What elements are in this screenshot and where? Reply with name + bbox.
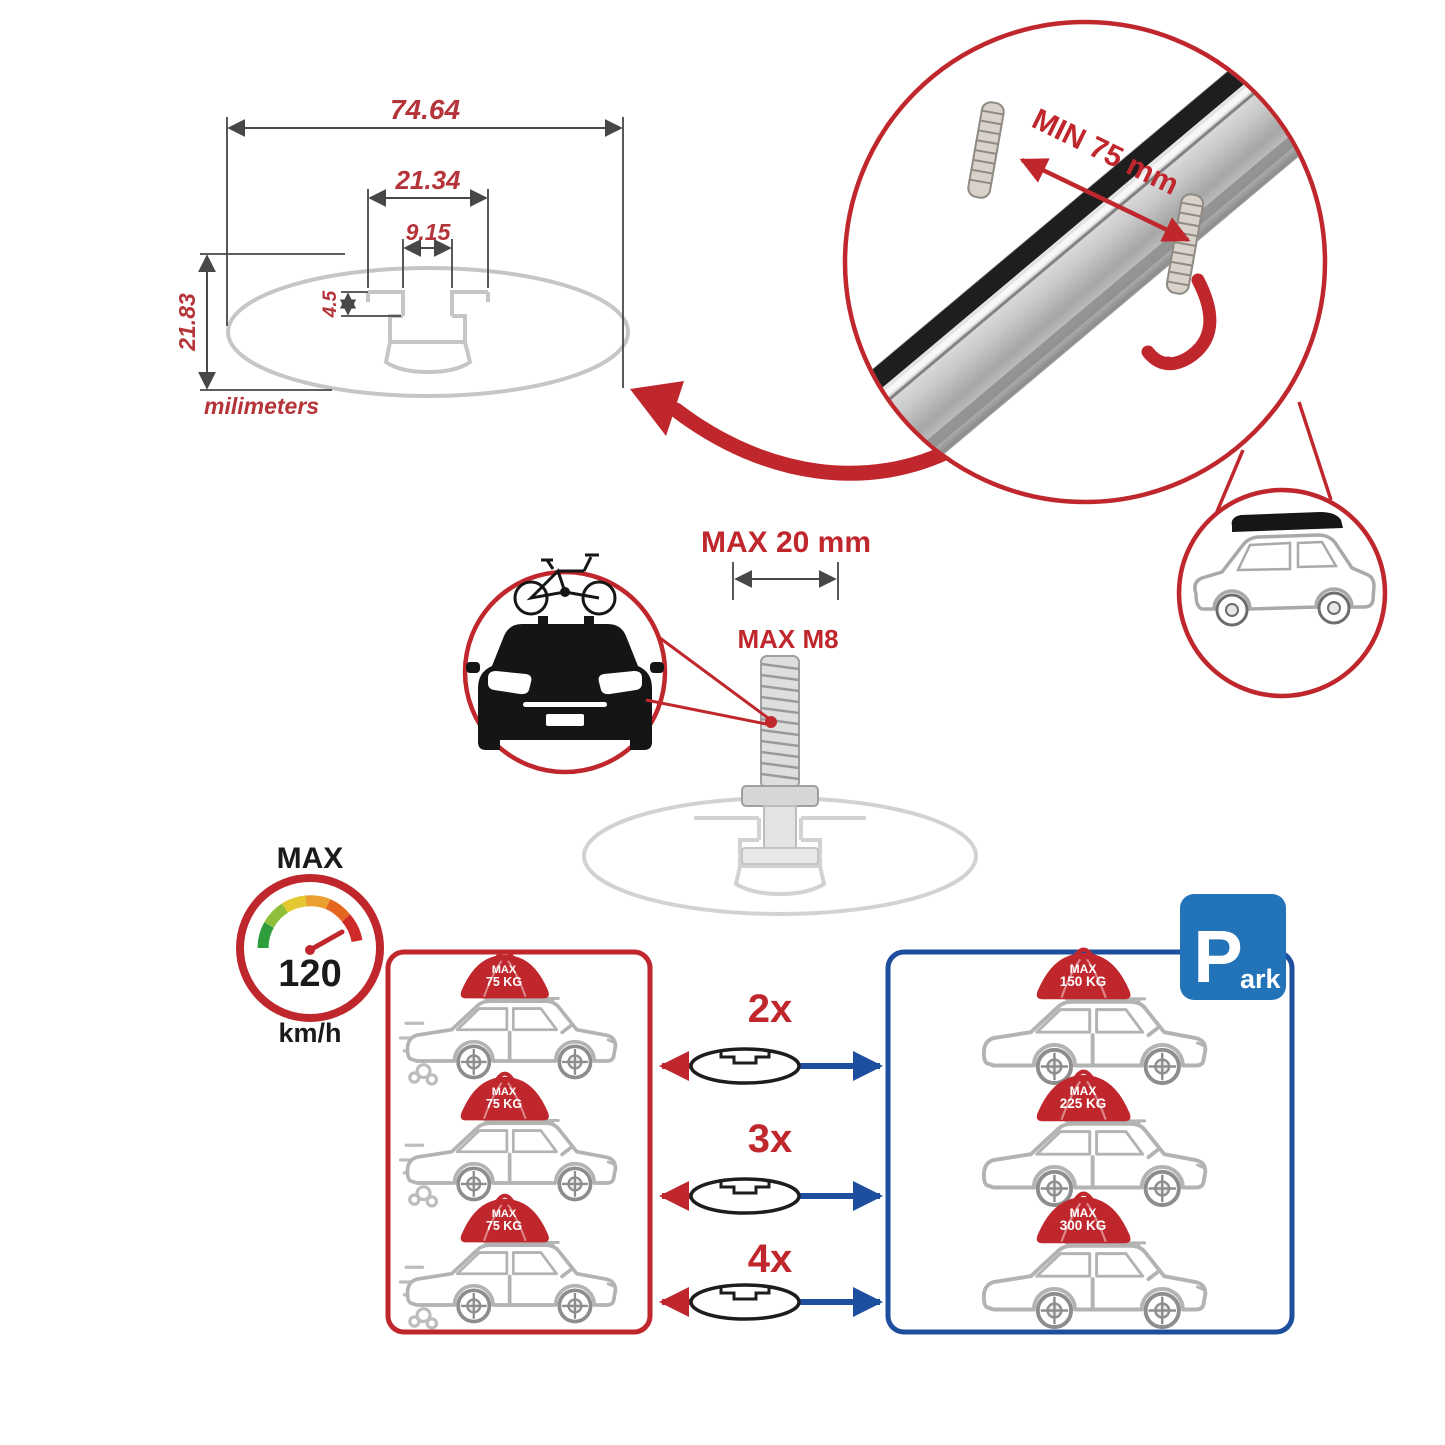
cargo-load-value: 300 KG — [1060, 1218, 1107, 1233]
cargo-load-label: MAX — [1070, 962, 1097, 976]
crossbar-section-icon — [689, 1283, 801, 1321]
units-label: milimeters — [204, 393, 319, 419]
dim-lip-height-label: 4.5 — [320, 290, 341, 318]
gauge-needle — [307, 929, 345, 953]
cargo-load-value: 75 KG — [486, 1097, 522, 1111]
cargo-load-label: MAX — [492, 964, 517, 976]
parked-cars: MAX 150 KG MAX 225 KG MAX 300 KG — [981, 950, 1208, 1330]
clamp-strap — [967, 101, 1217, 371]
headlight-left — [488, 671, 532, 695]
crossbar-section-icon — [689, 1047, 801, 1085]
bolt-max-length-label: MAX 20 mm — [701, 526, 871, 559]
bolt-spec: MAX 20 mm MAX M8 — [582, 526, 978, 916]
license-plate — [546, 714, 584, 726]
dim-total-width-label: 74.64 — [390, 94, 460, 125]
car-front-silhouette — [466, 616, 664, 750]
dimension-lines — [198, 117, 624, 391]
cargo-load-value: 75 KG — [486, 1219, 522, 1233]
parking-sign: P ark — [1180, 894, 1286, 1000]
multiplier-rows: 2x 3x 4x — [659, 987, 883, 1321]
bar-detail-circle: MIN 75 mm — [842, 19, 1328, 505]
dim-opening-width-label: 9.15 — [406, 219, 452, 245]
cargo-load-label: MAX — [1070, 1084, 1097, 1098]
dim-slot-width-label: 21.34 — [394, 165, 461, 195]
bicycle-icon — [513, 553, 617, 616]
cargo-load-value: 75 KG — [486, 975, 522, 989]
circle-connector-lines — [1214, 401, 1333, 515]
t-bolt — [741, 655, 819, 865]
bike-on-car-circle — [462, 553, 777, 775]
bolt-thread-label: MAX M8 — [737, 624, 838, 654]
parking-sign-suffix: ark — [1240, 964, 1282, 994]
cargo-load-value: 225 KG — [1060, 1096, 1107, 1111]
gauge-hub — [305, 945, 315, 955]
cargo-load-label: MAX — [1070, 1206, 1097, 1220]
suv-body — [1193, 533, 1376, 611]
cargo-load-value: 150 KG — [1060, 974, 1107, 989]
multiplier-2x-label: 2x — [748, 987, 793, 1031]
gauge-arc — [257, 895, 363, 949]
multiplier-4x-label: 4x — [748, 1237, 793, 1281]
crossbar-cross-section: 74.64 21.34 9.15 4.5 21.83 milimeters — [174, 94, 630, 419]
driving-cars: MAX 75 KG MAX 75 KG MAX 75 KG — [398, 952, 618, 1330]
parking-sign-plate — [1180, 894, 1286, 1000]
dim-total-height-label: 21.83 — [174, 293, 200, 352]
speed-units: km/h — [278, 1018, 341, 1048]
bolt-dimension — [732, 562, 839, 600]
headlight-right — [598, 671, 642, 695]
min-span-arrow — [1019, 157, 1191, 243]
crossbar-section-icon — [689, 1177, 801, 1215]
aluminum-crossbar — [847, 24, 1323, 500]
crossbar-ellipse-outline — [226, 266, 630, 398]
bolt-callout — [645, 636, 777, 728]
cargo-load-label: MAX — [492, 1086, 517, 1098]
cargo-load-label: MAX — [492, 1208, 517, 1220]
suv-wheels — [1215, 591, 1351, 627]
multiplier-3x-label: 3x — [748, 1117, 793, 1161]
parking-sign-letter: P — [1193, 915, 1242, 998]
speed-value: 120 — [278, 953, 341, 995]
suv-roofbox-circle — [1176, 487, 1388, 699]
roof-box — [1231, 512, 1343, 532]
strap-pivot-dot — [1162, 356, 1174, 368]
speed-max-label: MAX — [277, 842, 344, 875]
detail-arrow — [630, 381, 963, 481]
speed-limit-gauge: MAX 120 km/h — [236, 842, 384, 1048]
